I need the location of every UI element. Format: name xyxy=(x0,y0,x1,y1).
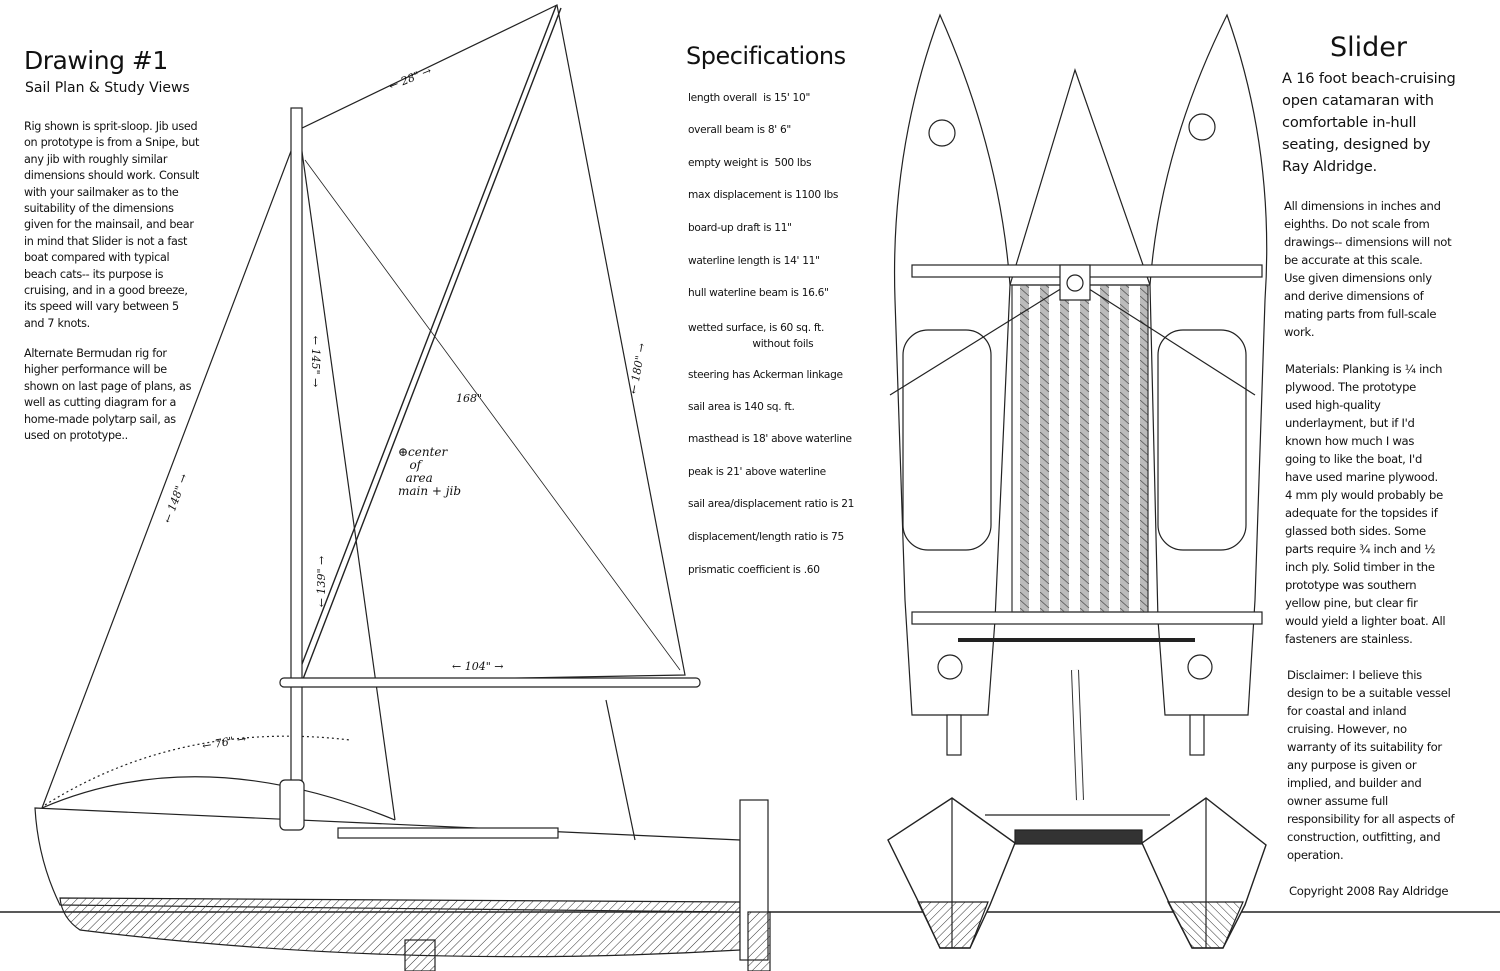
dimensions-note: All dimensions in inches and eighths. Do… xyxy=(1284,199,1452,339)
spec-item: max displacement is 1100 lbs xyxy=(688,189,839,201)
spec-item: sail area is 140 sq. ft. xyxy=(688,401,795,413)
center-of-area-label: ⊕center of area main + jib xyxy=(398,445,462,498)
spec-item: length overall is 15' 10" xyxy=(688,92,811,104)
spec-item: wetted surface, is 60 sq. ft. without fo… xyxy=(688,322,825,350)
specifications-title: Specifications xyxy=(686,42,846,70)
spec-item: prismatic coefficient is .60 xyxy=(688,564,820,576)
spec-item: steering has Ackerman linkage xyxy=(688,369,843,381)
spec-item: peak is 21' above waterline xyxy=(688,466,826,478)
bermudan-rig-note: Alternate Bermudan rig for higher perfor… xyxy=(24,347,192,443)
spec-item: sail area/displacement ratio is 21 xyxy=(688,498,855,510)
dim-boom: ← 104" → xyxy=(452,660,504,673)
hatch-logos xyxy=(928,113,1216,147)
dim-mast-lower: ← 139" → xyxy=(315,555,329,608)
catamaran-top-view xyxy=(889,13,1268,801)
rig-notes: Rig shown is sprit-sloop. Jib used on pr… xyxy=(24,120,200,330)
copyright: Copyright 2008 Ray Aldridge xyxy=(1289,884,1449,898)
sprit xyxy=(291,5,562,693)
spec-item: displacement/length ratio is 75 xyxy=(688,531,844,543)
spec-item: waterline length is 14' 11" xyxy=(688,255,820,267)
dim-diagonal: 168" xyxy=(456,392,483,405)
spec-item: hull waterline beam is 16.6" xyxy=(688,287,829,299)
jib xyxy=(41,129,396,821)
spec-item: empty weight is 500 lbs xyxy=(688,157,812,169)
drawing-title: Drawing #1 xyxy=(24,46,168,75)
spec-item: board-up draft is 11" xyxy=(688,222,792,234)
slider-description: A 16 foot beach-cruising open catamaran … xyxy=(1282,70,1456,175)
materials-note: Materials: Planking is ¼ inch plywood. T… xyxy=(1285,362,1446,646)
trampoline-slats xyxy=(1011,284,1149,613)
mast xyxy=(290,107,303,864)
drawing-subtitle: Sail Plan & Study Views xyxy=(25,80,190,96)
dim-mast-upper: ← 145" → xyxy=(309,335,323,388)
spec-item: overall beam is 8' 6" xyxy=(688,124,791,136)
boom xyxy=(279,677,701,688)
catamaran-front-section xyxy=(887,797,1267,949)
sail-plan-side-view xyxy=(34,4,771,971)
hull-side xyxy=(34,807,741,913)
spec-item: masthead is 18' above waterline xyxy=(688,433,852,445)
disclaimer: Disclaimer: I believe this design to be … xyxy=(1287,668,1455,862)
slider-title: Slider xyxy=(1330,32,1407,63)
mainsail xyxy=(297,4,686,683)
